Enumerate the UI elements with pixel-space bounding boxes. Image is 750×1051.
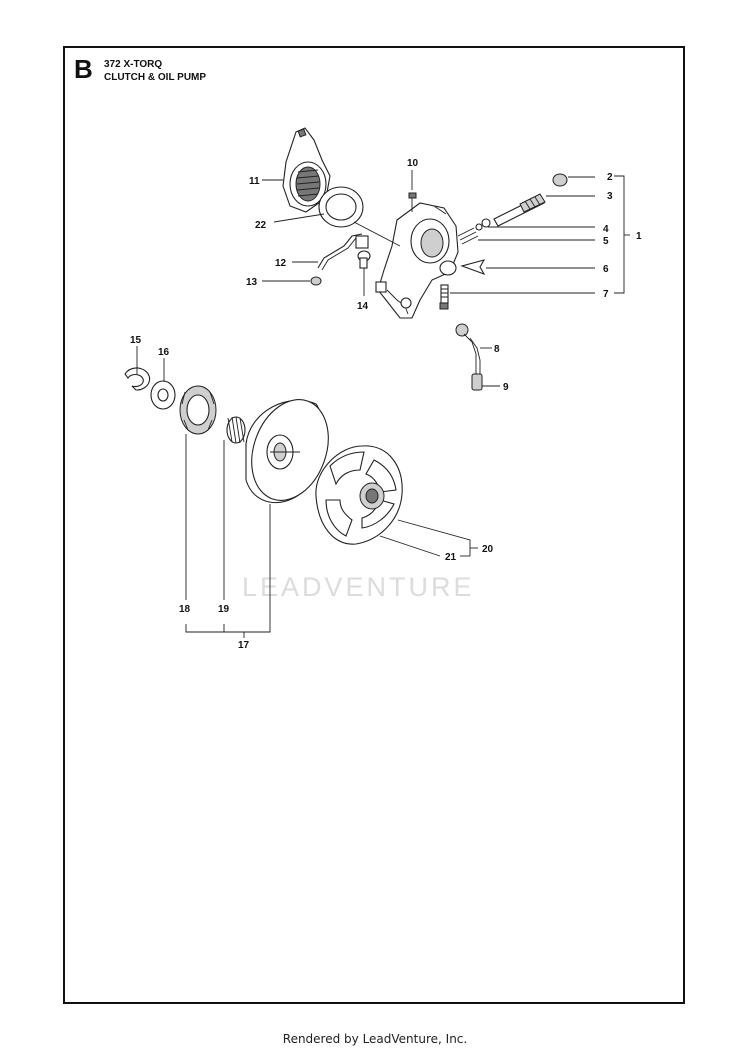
part-oil-hose [455, 323, 483, 391]
callout-10: 10 [407, 158, 419, 169]
callout-14: 14 [357, 301, 369, 312]
watermark: LEADVENTURE [242, 572, 475, 602]
callout-5: 5 [603, 236, 609, 247]
callout-13: 13 [246, 277, 258, 288]
model-title: 372 X-TORQ [104, 59, 163, 70]
callout-20: 20 [482, 544, 494, 555]
callout-6: 6 [603, 264, 609, 275]
callout-2: 2 [607, 172, 613, 183]
leader-lines [136, 170, 630, 638]
callout-7: 7 [603, 289, 609, 300]
part-washer-16 [150, 380, 176, 410]
callout-11: 11 [249, 176, 260, 187]
part-gasket-ring [318, 186, 364, 228]
diagram-frame [63, 46, 685, 1004]
callout-18: 18 [179, 604, 191, 615]
part-oil-pipe [317, 233, 369, 271]
callout-3: 3 [607, 191, 613, 202]
part-washers [457, 218, 491, 245]
section-letter: B [74, 54, 93, 84]
part-rim-sprocket [179, 385, 217, 435]
callout-19: 19 [218, 604, 230, 615]
part-worm-gear [282, 127, 331, 213]
part-adjuster-screw [439, 284, 449, 310]
callout-15: 15 [130, 335, 142, 346]
diagram-subtitle: CLUTCH & OIL PUMP [104, 72, 207, 83]
callout-4: 4 [603, 224, 609, 235]
callout-8: 8 [494, 344, 500, 355]
part-snap-ring [124, 367, 151, 391]
callout-17: 17 [238, 640, 250, 651]
callout-16: 16 [158, 347, 170, 358]
footer-credit: Rendered by LeadVenture, Inc. [282, 1032, 468, 1046]
part-screw-10 [408, 192, 417, 212]
callout-labels: 2 3 4 5 6 7 1 10 11 22 12 13 14 8 9 15 1… [130, 158, 642, 651]
part-centrifugal-clutch [315, 445, 403, 545]
part-needle-bearing [226, 416, 246, 444]
callout-22: 22 [255, 220, 267, 231]
callout-1: 1 [636, 231, 642, 242]
callout-12: 12 [275, 258, 287, 269]
part-oil-pump-housing [375, 202, 459, 319]
part-pump-piston [493, 173, 568, 227]
part-screw-14 [357, 250, 371, 269]
callout-9: 9 [503, 382, 509, 393]
part-oil-nut-13 [310, 276, 322, 286]
part-retaining-clip [460, 259, 486, 276]
callout-21: 21 [445, 552, 457, 563]
part-clutch-drum [245, 399, 329, 504]
